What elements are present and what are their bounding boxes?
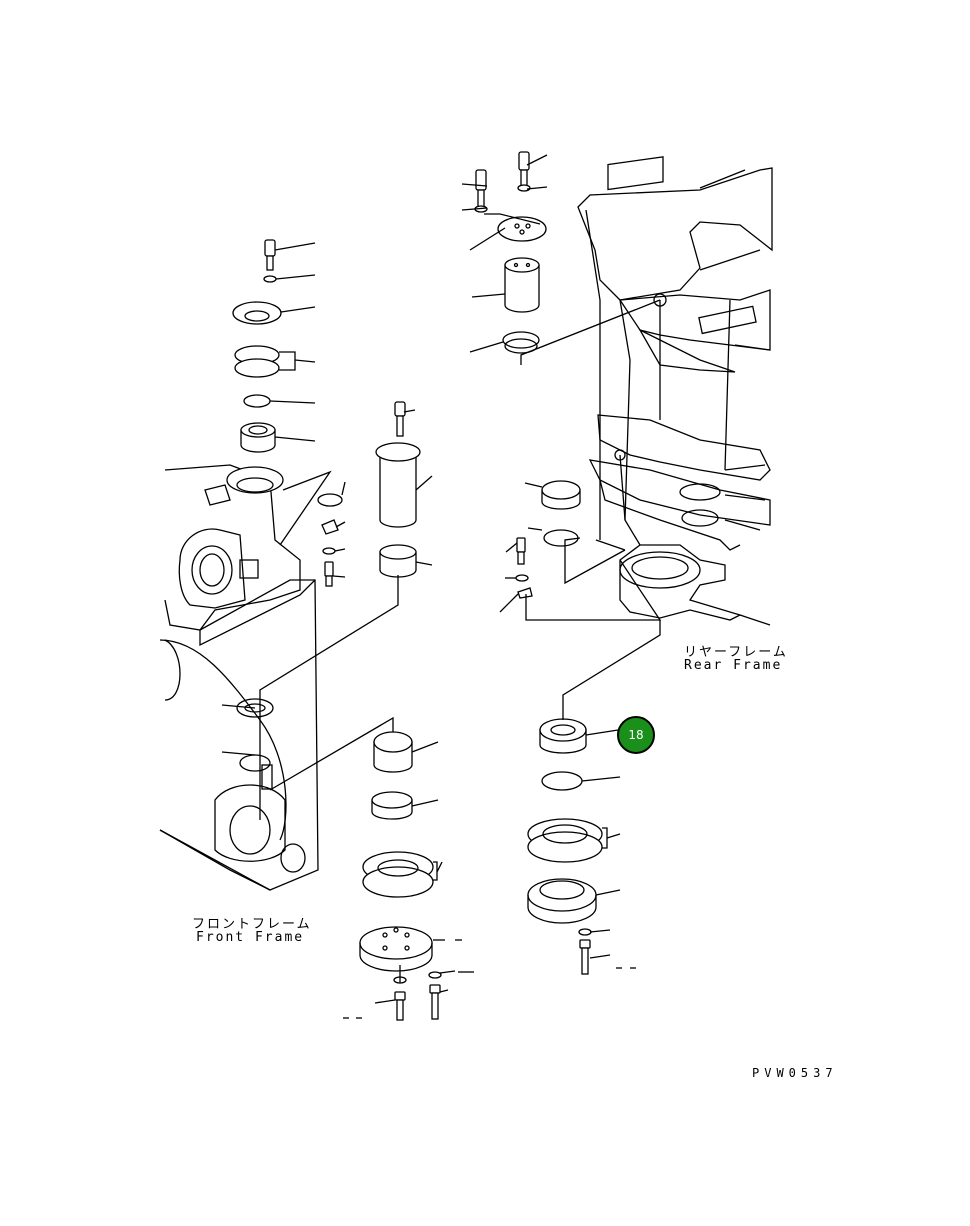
front-frame-label-jp: フロントフレーム bbox=[192, 917, 312, 932]
drawing-code: PVW0537 bbox=[752, 1066, 838, 1080]
front-frame-label-en: Front Frame bbox=[196, 930, 305, 945]
rear-frame-label-en: Rear Frame bbox=[684, 658, 783, 673]
front-frame bbox=[159, 464, 319, 891]
left-upper-parts bbox=[232, 239, 343, 587]
dash-marks bbox=[343, 939, 636, 1019]
rear-frame bbox=[577, 156, 773, 621]
rear-frame-label-jp: リヤーフレーム bbox=[684, 645, 788, 660]
middle-pin-parts bbox=[359, 401, 442, 1021]
lower-bearing-parts bbox=[515, 480, 608, 975]
leader-lines bbox=[221, 154, 771, 1004]
upper-kingpin-parts bbox=[474, 151, 547, 354]
part-callout-18[interactable]: 18 bbox=[617, 716, 655, 754]
